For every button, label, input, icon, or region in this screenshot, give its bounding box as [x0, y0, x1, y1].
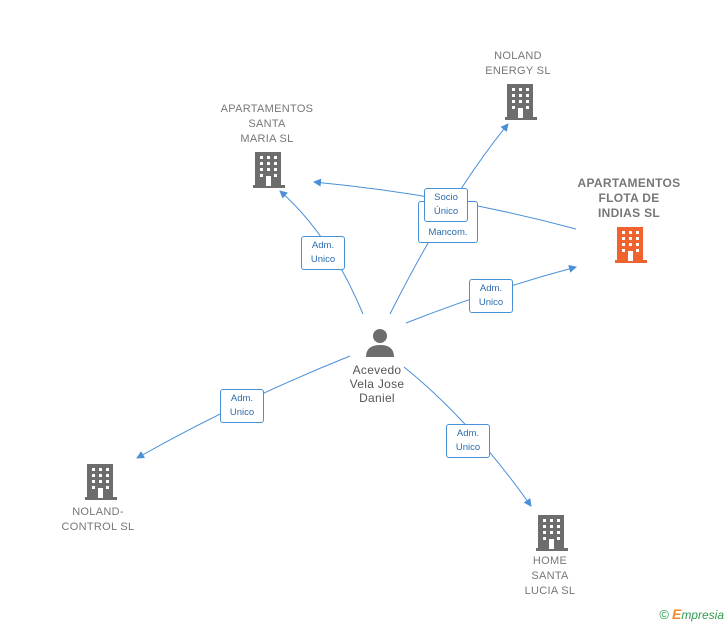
edge-label-flota-unico: Adm. Unico: [469, 279, 513, 313]
edge-label-noland-control: Adm. Unico: [220, 389, 264, 423]
edge-label-noland-energy-socio: Socio Único: [424, 188, 468, 222]
edge-label-home-santa-lucia: Adm. Unico: [446, 424, 490, 458]
building-icon[interactable]: [536, 515, 568, 551]
copyright-symbol: ©: [659, 607, 669, 622]
edge-label-santa-maria: Adm. Unico: [301, 236, 345, 270]
node-label-person[interactable]: Acevedo Vela Jose Daniel: [349, 363, 405, 405]
node-label-noland-control[interactable]: NOLAND- CONTROL SL: [61, 506, 135, 533]
node-label-noland-energy[interactable]: NOLAND ENERGY SL: [485, 50, 551, 77]
person-icon[interactable]: [364, 326, 396, 358]
building-icon[interactable]: [505, 84, 537, 120]
building-icon[interactable]: [85, 464, 117, 500]
node-label-apartamentos-santa-maria[interactable]: APARTAMENTOS SANTA MARIA SL: [220, 103, 314, 145]
brand-initial: E: [671, 606, 682, 622]
node-label-apartamentos-flota-de-indias[interactable]: APARTAMENTOS FLOTA DE INDIAS SL: [577, 176, 681, 220]
node-label-home-santa-lucia[interactable]: HOME SANTA LUCIA SL: [524, 555, 576, 597]
brand-name: mpresia: [681, 608, 724, 622]
building-icon[interactable]: [253, 152, 285, 188]
building-icon[interactable]: [615, 227, 647, 263]
brand-footer[interactable]: ©Empresia: [659, 606, 724, 622]
